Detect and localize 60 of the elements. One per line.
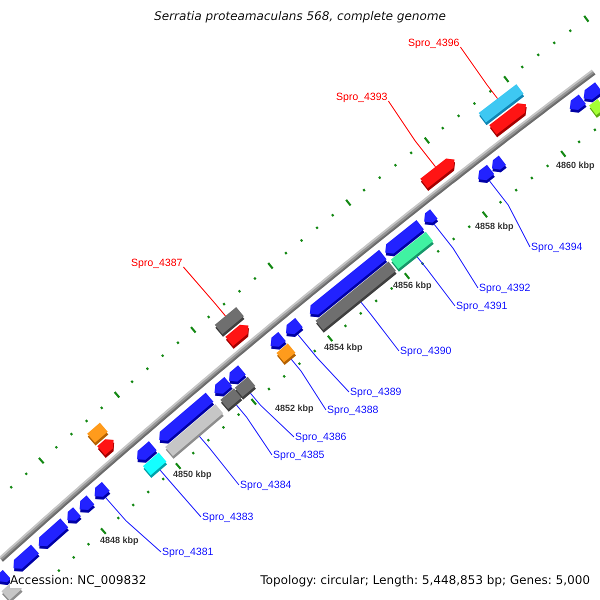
gene-label: Spro_4381: [162, 546, 214, 558]
gene-feature: [214, 376, 233, 396]
gene-feature: [14, 544, 40, 572]
leader-line: [434, 224, 478, 288]
leader-line: [105, 497, 162, 552]
gene-feature: [492, 156, 507, 172]
gene-label: Spro_4383: [202, 511, 254, 523]
gene-label: Spro_4396: [408, 37, 460, 49]
leader-line: [199, 436, 240, 486]
gene-feature: [286, 318, 304, 337]
leader-line: [236, 404, 272, 456]
map-title: Serratia proteamaculans 568, complete genome: [154, 9, 446, 24]
gene-feature: [424, 209, 438, 226]
position-label: 4854 kbp: [324, 342, 363, 353]
position-label: 4858 kbp: [475, 221, 514, 232]
gene-feature: [94, 482, 110, 500]
position-label: 4850 kbp: [173, 469, 212, 480]
leader-line: [460, 46, 498, 99]
gene-feature: [420, 158, 456, 191]
leader-line: [290, 358, 326, 410]
gene-label: Spro_4385: [273, 449, 324, 461]
leader-line: [250, 392, 294, 438]
gene-feature: [137, 441, 158, 463]
gene-label: Spro_4391: [456, 300, 508, 312]
gene-feature: [38, 518, 69, 549]
gene-feature: [478, 164, 495, 183]
gene-feature: [270, 332, 286, 350]
gene-feature: [159, 392, 214, 444]
gene-feature: [310, 250, 388, 318]
gene-label: Spro_4390: [400, 345, 452, 357]
gene-feature: [229, 365, 246, 384]
leader-line: [489, 180, 530, 248]
gene-feature: [584, 82, 600, 102]
gene-label: Spro_4384: [240, 479, 292, 491]
gene-label: Spro_4388: [327, 404, 378, 416]
gene-feature: [97, 439, 114, 458]
leader-line: [160, 470, 202, 518]
gene-feature: [80, 495, 95, 513]
position-label: 4852 kbp: [275, 403, 314, 414]
gene-feature: [385, 220, 424, 256]
genome-stats-text: Topology: circular; Length: 5,448,853 bp; Genes: 5,000: [260, 573, 590, 588]
gene-label: Spro_4392: [479, 282, 530, 294]
position-label: 4856 kbp: [393, 280, 432, 291]
leader-line: [297, 334, 350, 392]
gene-feature: [67, 507, 82, 524]
gene-feature: [489, 103, 527, 138]
leader-line: [360, 302, 400, 352]
gene-feature: [225, 324, 249, 349]
leader-line: [388, 100, 436, 168]
gene-label: Spro_4389: [350, 386, 402, 398]
position-label: 4860 kbp: [556, 160, 595, 171]
gene-label: Spro_4393: [336, 91, 388, 103]
position-label: 4848 kbp: [100, 535, 139, 546]
gene-label: Spro_4387: [131, 257, 182, 269]
gene-label: Spro_4386: [295, 431, 346, 443]
accession-text: Accession: NC_009832: [10, 573, 146, 588]
gene-feature: [570, 94, 587, 113]
leader-line: [182, 266, 226, 316]
leader-line: [416, 256, 456, 306]
gene-label: Spro_4394: [531, 241, 582, 253]
